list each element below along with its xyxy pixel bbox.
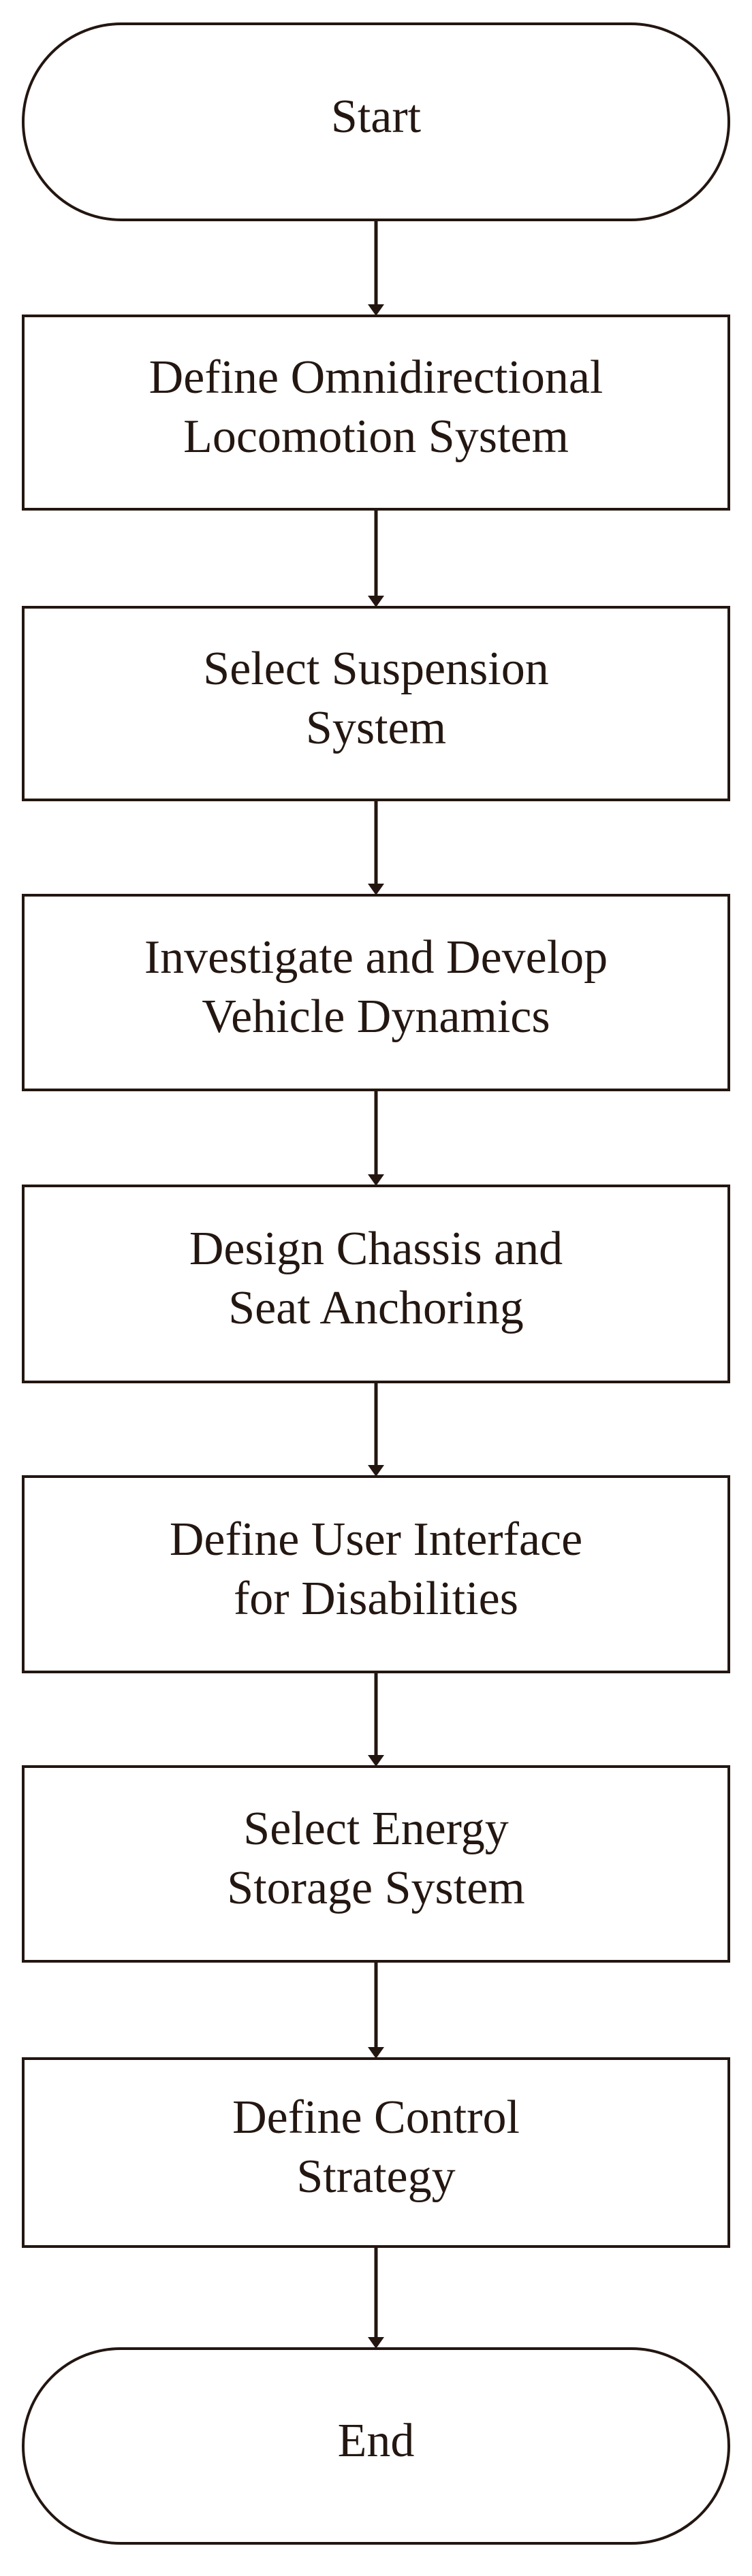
arrow-stem — [374, 1673, 378, 1760]
flow-node-start-text: Start — [330, 90, 422, 143]
down-arrow-2 — [364, 511, 388, 607]
down-arrow-8 — [364, 2248, 388, 2349]
down-arrow-3 — [364, 801, 388, 895]
arrowhead-icon — [368, 884, 384, 895]
label-line-1: Define User Interface — [169, 1513, 583, 1566]
arrow-stem — [374, 221, 378, 309]
flow-node-vehicle-dynamics: Investigate and Develop Vehicle Dynamics — [22, 894, 730, 1091]
label-line-2: System — [305, 701, 447, 754]
label-line-1: Define Control — [232, 2091, 520, 2144]
flow-node-select-suspension: Select Suspension System — [22, 606, 730, 801]
arrow-stem — [374, 2248, 378, 2342]
flow-node-chassis-seat-anchoring: Design Chassis and Seat Anchoring — [22, 1185, 730, 1383]
label-line-2: for Disabilities — [234, 1572, 518, 1625]
flow-node-end: End — [22, 2347, 730, 2545]
label-line-2: Strategy — [296, 2151, 456, 2203]
down-arrow-4 — [364, 1091, 388, 1186]
flow-node-control-strategy: Define Control Strategy — [22, 2057, 730, 2248]
arrowhead-icon — [368, 1174, 384, 1186]
arrow-stem — [374, 1963, 378, 2052]
arrow-stem — [374, 511, 378, 600]
flow-node-user-interface: Define User Interface for Disabilities — [22, 1475, 730, 1673]
label-line-2: Storage System — [227, 1862, 525, 1914]
flow-node-end-text: End — [337, 2414, 415, 2467]
label-line-2: Seat Anchoring — [228, 1282, 524, 1334]
flow-node-start: Start — [22, 22, 730, 221]
flow-node-end-label: End — [338, 2411, 415, 2470]
flow-node-select-suspension-label: Select Suspension System — [203, 639, 548, 758]
down-arrow-7 — [364, 1963, 388, 2059]
arrowhead-icon — [368, 304, 384, 316]
flow-node-chassis-seat-anchoring-label: Design Chassis and Seat Anchoring — [189, 1219, 563, 1338]
down-arrow-5 — [364, 1383, 388, 1477]
label-line-2: Locomotion System — [183, 410, 569, 463]
flow-node-define-locomotion-label: Define Omnidirectional Locomotion System — [149, 348, 604, 466]
flow-node-vehicle-dynamics-label: Investigate and Develop Vehicle Dynamics — [144, 928, 608, 1046]
label-line-1: Define Omnidirectional — [148, 351, 604, 404]
arrowhead-icon — [368, 2047, 384, 2059]
flow-node-user-interface-label: Define User Interface for Disabilities — [170, 1510, 582, 1628]
arrow-stem — [374, 1091, 378, 1179]
arrow-stem — [374, 801, 378, 888]
flow-node-energy-storage: Select Energy Storage System — [22, 1765, 730, 1963]
flow-node-energy-storage-label: Select Energy Storage System — [227, 1799, 524, 1918]
arrowhead-icon — [368, 596, 384, 607]
label-line-1: Investigate and Develop — [144, 931, 608, 984]
label-line-1: Select Suspension — [203, 642, 549, 695]
flow-node-define-locomotion: Define Omnidirectional Locomotion System — [22, 315, 730, 511]
down-arrow-1 — [364, 221, 388, 316]
flow-node-start-label: Start — [331, 87, 421, 146]
down-arrow-6 — [364, 1673, 388, 1767]
label-line-2: Vehicle Dynamics — [202, 991, 550, 1043]
arrow-stem — [374, 1383, 378, 1470]
arrowhead-icon — [368, 1465, 384, 1477]
label-line-1: Select Energy — [243, 1803, 509, 1855]
flow-node-control-strategy-label: Define Control Strategy — [232, 2088, 520, 2206]
arrowhead-icon — [368, 1755, 384, 1767]
arrowhead-icon — [368, 2337, 384, 2349]
label-line-1: Design Chassis and — [189, 1223, 563, 1275]
